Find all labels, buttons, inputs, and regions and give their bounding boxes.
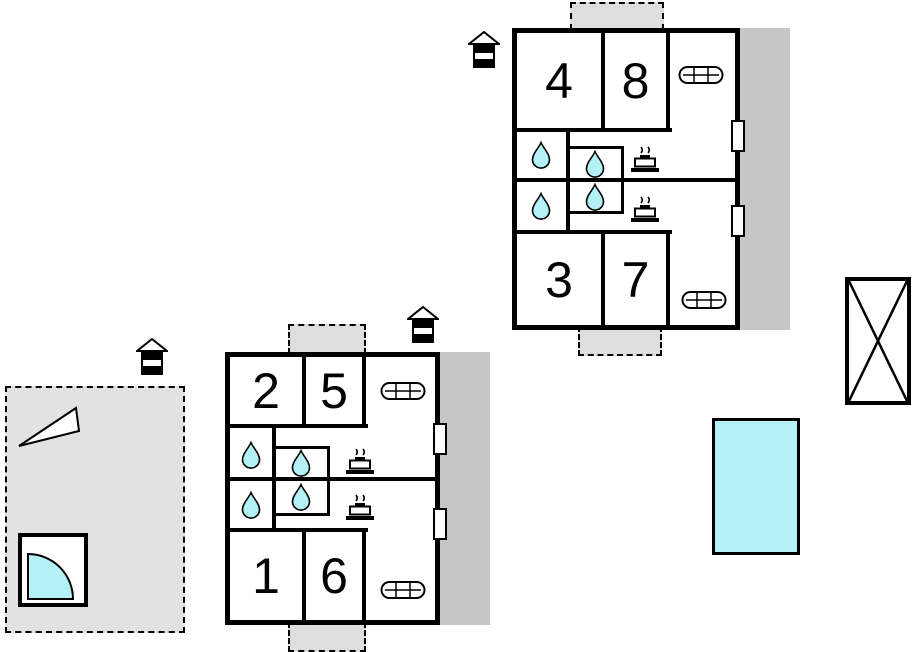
wall (302, 357, 306, 428)
wall (517, 230, 672, 234)
terrace-dashed-bottom-upper (578, 326, 662, 356)
room-label-1: 1 (252, 548, 280, 604)
room-label-4: 4 (545, 52, 573, 109)
shower-drop-icon (241, 491, 261, 519)
sofa-icon (681, 291, 727, 309)
wall (666, 33, 670, 132)
shower-drop-icon (291, 483, 311, 511)
wall (362, 357, 366, 428)
wall (362, 528, 366, 620)
fireplace-icon (468, 31, 500, 68)
triangle-marker-icon (18, 406, 81, 447)
stove-icon (631, 196, 659, 222)
room-label-2: 2 (252, 362, 280, 419)
shower-drop-icon (241, 441, 261, 469)
room-label-8: 8 (621, 52, 650, 109)
shower-cabin-upper (566, 146, 624, 214)
wall (601, 33, 605, 132)
corner-bath (18, 533, 88, 607)
shower-drop-icon (585, 150, 605, 178)
wall (601, 230, 605, 325)
terrace-dashed-top-lower (288, 324, 366, 354)
wall (517, 128, 672, 132)
shower-drop-icon (531, 141, 551, 169)
window-opening (433, 423, 447, 455)
cross-x-icon (849, 281, 907, 401)
wall (230, 528, 368, 532)
wall (517, 178, 735, 182)
room-label-3: 3 (545, 251, 573, 308)
sofa-icon (678, 66, 724, 84)
window-opening (731, 205, 745, 237)
window-opening (433, 508, 447, 540)
terrace-strip-lower (440, 352, 490, 625)
swimming-pool (712, 418, 800, 555)
stove-icon (346, 494, 374, 520)
shower-drop-icon (291, 449, 311, 477)
shower-drop-icon (585, 183, 605, 211)
stove-icon (631, 146, 659, 172)
stove-icon (346, 448, 374, 474)
terrace-dashed-bottom-lower (288, 622, 366, 652)
fireplace-icon (136, 338, 168, 375)
room-label-5: 5 (320, 362, 348, 419)
sofa-icon (380, 382, 426, 400)
corner-bath-fan-icon (27, 552, 75, 600)
wall (230, 477, 438, 481)
crossed-area (845, 277, 911, 405)
terrace-dashed-top-upper (570, 2, 664, 30)
wall (302, 528, 306, 620)
sofa-icon (380, 581, 426, 599)
terrace-strip-upper (740, 28, 790, 330)
wall (666, 230, 670, 325)
fireplace-icon (407, 306, 439, 343)
window-opening (731, 120, 745, 152)
room-label-7: 7 (621, 251, 650, 308)
room-label-6: 6 (320, 548, 348, 604)
shower-cabin-lower (272, 446, 330, 516)
shower-drop-icon (531, 192, 551, 220)
wall (230, 424, 368, 428)
